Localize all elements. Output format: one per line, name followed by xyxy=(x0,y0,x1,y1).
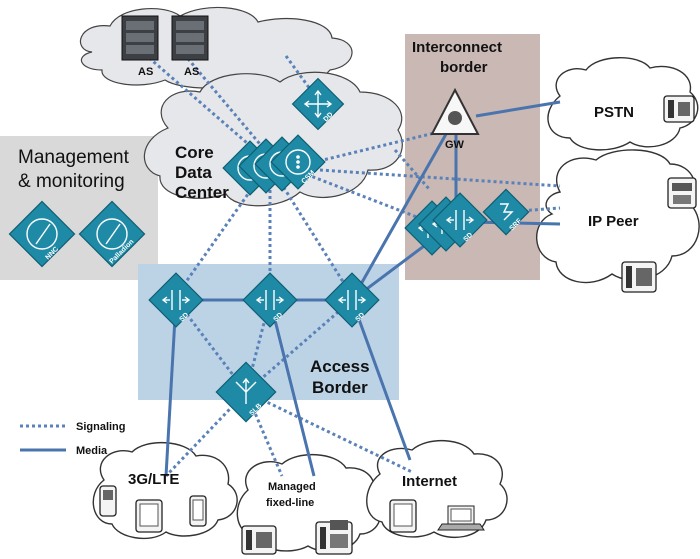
internet-tablet-icon xyxy=(389,499,417,533)
pstn-phone-icon xyxy=(663,95,695,123)
core-label-3: Center xyxy=(175,183,229,202)
managed-label-2: fixed-line xyxy=(266,497,314,509)
interconnect-sd-tag: SD xyxy=(462,232,474,244)
dd-device: DD xyxy=(291,77,345,131)
legend: Signaling Media xyxy=(20,421,126,457)
internet-laptop-icon xyxy=(437,505,485,531)
ip-peer-phone-icon-1 xyxy=(667,177,697,209)
mgmt-label-2: & monitoring xyxy=(18,171,125,192)
srf-device: SRF xyxy=(482,188,530,236)
ip-peer-cloud xyxy=(536,149,700,284)
interconnect-label-1: Interconnect xyxy=(412,39,502,56)
access-sd-3-tag: SD xyxy=(354,312,366,324)
interconnect-sd-cluster: SD xyxy=(404,192,488,256)
legend-media: Media xyxy=(76,445,108,457)
management-zone xyxy=(0,136,158,280)
managed-phone-icon-2 xyxy=(315,520,353,555)
internet-label: Internet xyxy=(402,473,457,490)
ip-peer-label: IP Peer xyxy=(588,213,639,230)
managed-phone-icon-1 xyxy=(241,525,277,555)
as-label-1: AS xyxy=(138,66,153,78)
access-sd-1: SD xyxy=(148,272,204,328)
interconnect-label-2: border xyxy=(440,59,488,76)
legend-signaling: Signaling xyxy=(76,421,126,433)
core-label-1: Core xyxy=(175,143,214,162)
lte-tablet-icon xyxy=(135,499,163,533)
as-server-1 xyxy=(121,15,159,61)
as-label-2: AS xyxy=(184,66,199,78)
access-sd-3: SD xyxy=(324,272,380,328)
managed-label-1: Managed xyxy=(268,481,316,493)
access-label-1: Access xyxy=(310,357,370,376)
core-label-2: Data xyxy=(175,163,212,182)
access-sd-2-tag: SD xyxy=(272,312,284,324)
pstn-label: PSTN xyxy=(594,104,634,121)
access-label-2: Border xyxy=(312,378,368,397)
pstn-cloud xyxy=(547,57,699,151)
access-sd-1-tag: SD xyxy=(178,312,190,324)
lte-label: 3G/LTE xyxy=(128,471,179,488)
ip-peer-phone-icon-2 xyxy=(621,261,657,293)
lte-smartphone-icon xyxy=(189,495,207,527)
access-sd-2: SD xyxy=(242,272,298,328)
gw-label: GW xyxy=(445,139,465,151)
gateway-device xyxy=(430,87,480,135)
csm-cluster: CSM xyxy=(222,134,326,196)
lte-mobile-phone-icon xyxy=(99,485,117,517)
nnc-device: NNC xyxy=(8,200,76,268)
as-server-2 xyxy=(171,15,209,61)
mgmt-label-1: Management xyxy=(18,147,130,168)
